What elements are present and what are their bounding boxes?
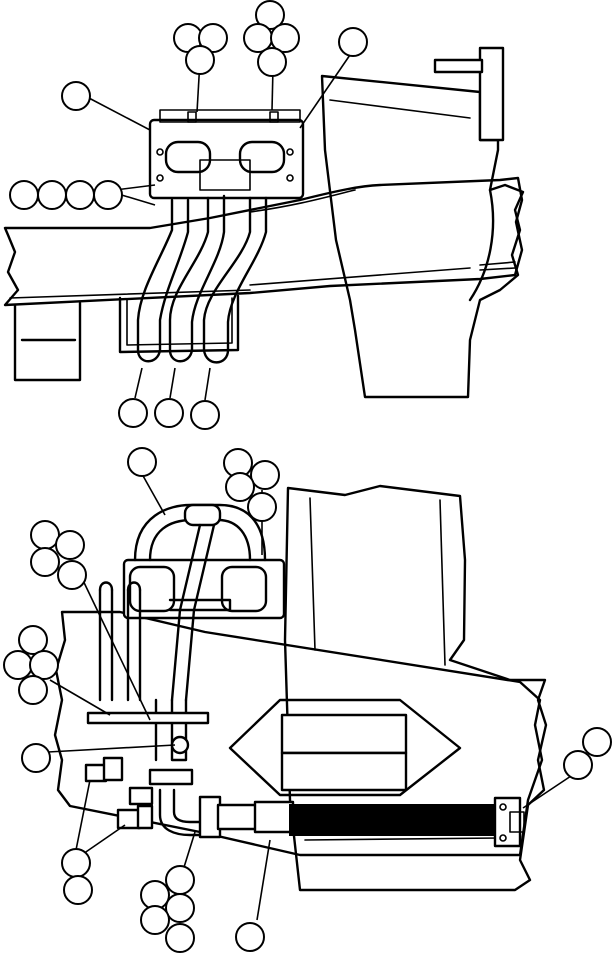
callout-bubble <box>165 865 195 895</box>
callout-bubble <box>127 447 157 477</box>
callout-bubble <box>118 398 148 428</box>
callout-bubbles <box>3 0 612 953</box>
callout-bubble <box>140 880 170 910</box>
frame-plate <box>53 610 544 857</box>
manifold-block <box>148 109 305 200</box>
callout-bubble <box>61 848 91 878</box>
callout-bubble <box>29 650 59 680</box>
callout-bubble <box>21 743 51 773</box>
lower-view <box>53 484 548 892</box>
callout-bubble <box>93 180 123 210</box>
callout-bubble <box>235 922 265 952</box>
callout-bubble <box>30 520 60 550</box>
callout-bubble <box>338 27 368 57</box>
callout-bubble <box>65 180 95 210</box>
callout-bubble <box>9 180 39 210</box>
tube-clamp <box>86 711 210 786</box>
callout-bubble <box>185 45 215 75</box>
lower-bracket <box>13 294 240 382</box>
callout-bubble <box>270 23 300 53</box>
callout-bubble <box>165 893 195 923</box>
callout-bubble <box>225 472 255 502</box>
callout-bubble <box>250 460 280 490</box>
callout-bubble <box>57 560 87 590</box>
callout-bubble <box>30 547 60 577</box>
callout-bubble <box>247 492 277 522</box>
callout-bubble <box>582 727 612 757</box>
hydraulic-tubes <box>98 523 232 762</box>
elbow-fittings <box>84 756 154 830</box>
mount-bracket <box>433 46 505 142</box>
callout-bubble <box>563 750 593 780</box>
callout-bubble <box>63 875 93 905</box>
upper-view <box>3 46 525 399</box>
tank <box>228 698 462 797</box>
callout-bubble <box>257 47 287 77</box>
callout-bubble <box>140 905 170 935</box>
callout-bubble <box>165 923 195 953</box>
braided-hose <box>289 796 525 848</box>
callout-bubble <box>18 675 48 705</box>
callout-bubble <box>37 180 67 210</box>
callout-bubble <box>154 398 184 428</box>
pipe-assembly <box>158 788 295 839</box>
manifold-block <box>122 503 286 620</box>
callout-bubble <box>3 650 33 680</box>
callout-bubble <box>190 400 220 430</box>
callout-bubble <box>198 23 228 53</box>
crossmember-post <box>320 74 525 399</box>
callout-bubble <box>61 81 91 111</box>
hydraulic-hoses <box>136 194 268 364</box>
callout-bubble <box>18 625 48 655</box>
frame <box>283 484 548 892</box>
callout-bubble <box>55 530 85 560</box>
